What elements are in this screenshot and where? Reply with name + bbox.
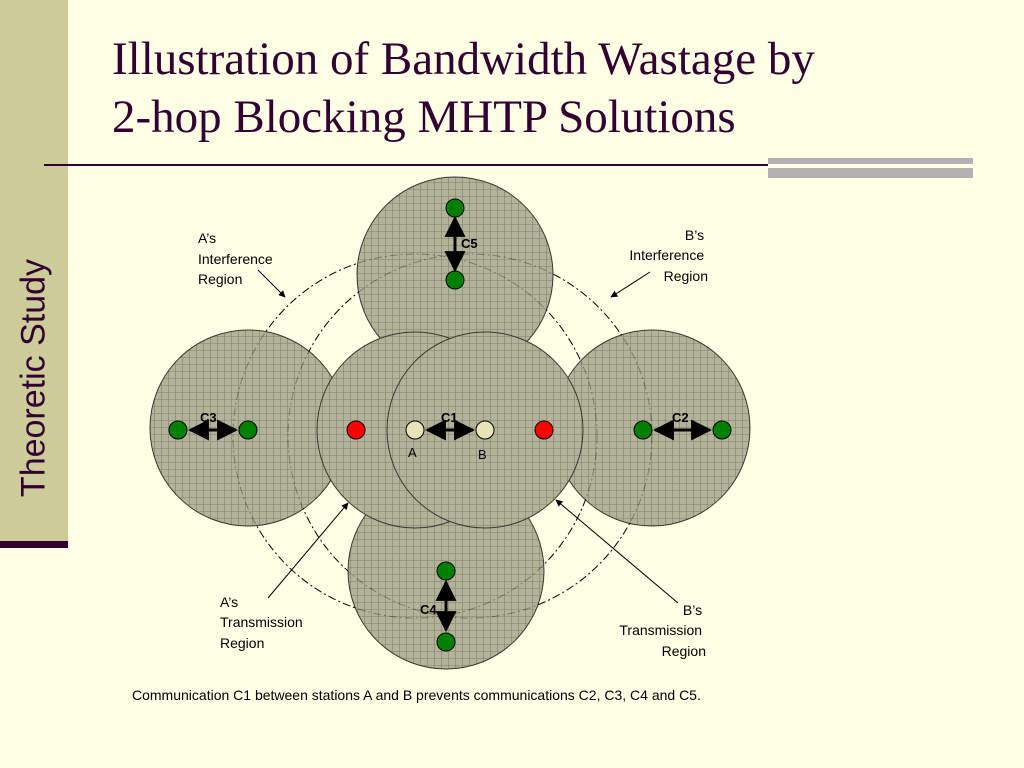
title-line-2: 2-hop Blocking MHTP Solutions — [112, 91, 736, 143]
station-a-label: A — [408, 445, 417, 460]
c4-label: C4 — [420, 602, 437, 617]
station-c3-right — [238, 420, 258, 440]
a-transmission-label-line-3: Region — [220, 635, 264, 651]
a-interference-pointer — [257, 269, 286, 298]
station-c2-left — [633, 420, 653, 440]
c2-label: C2 — [672, 410, 689, 425]
title-rule-accent — [768, 158, 973, 178]
sidebar-accent-bar — [0, 541, 68, 548]
a-transmission-label: A’s Transmission Region — [220, 594, 307, 651]
sidebar — [0, 0, 68, 548]
station-c3-left — [168, 420, 188, 440]
station-c4-top — [436, 561, 456, 581]
a-interference-label: A’s Interference Region — [198, 230, 277, 287]
c5-label: C5 — [461, 236, 478, 251]
b-transmission-label-line-3: Region — [662, 643, 706, 659]
a-interference-label-line-1: A’s — [198, 230, 216, 246]
caption: Communication C1 between stations A and … — [132, 687, 701, 703]
b-interference-label-line-3: Region — [664, 268, 708, 284]
b-interference-label-line-2: Interference — [629, 247, 704, 263]
station-c5-top — [445, 198, 465, 218]
a-interference-label-line-2: Interference — [198, 251, 273, 267]
station-blocked-right — [534, 420, 554, 440]
a-transmission-label-line-2: Transmission — [220, 614, 303, 630]
station-c2-right — [712, 420, 732, 440]
a-transmission-label-line-1: A’s — [220, 594, 238, 610]
a-interference-label-line-3: Region — [198, 271, 242, 287]
station-a — [405, 420, 425, 440]
station-b-label: B — [478, 447, 487, 462]
c1-label: C1 — [441, 410, 458, 425]
b-transmission-label-line-2: Transmission — [619, 622, 702, 638]
b-interference-label: B’s Interference Region — [629, 227, 708, 284]
a-transmission-pointer — [267, 502, 349, 599]
station-c4-bottom — [436, 632, 456, 652]
c3-label: C3 — [200, 410, 217, 425]
b-transmission-label-line-1: B’s — [683, 602, 702, 618]
slide-title: Illustration of Bandwidth Wastage by 2-h… — [112, 30, 972, 146]
station-c5-bottom — [445, 270, 465, 290]
b-transmission-label: B’s Transmission Region — [619, 602, 706, 659]
station-b — [475, 420, 495, 440]
station-blocked-left — [346, 420, 366, 440]
b-transmission-pointer — [555, 499, 679, 604]
title-line-1: Illustration of Bandwidth Wastage by — [112, 33, 815, 85]
b-interference-label-line-1: B’s — [685, 227, 704, 243]
b-interference-pointer — [610, 271, 651, 298]
title-underline — [44, 164, 769, 166]
